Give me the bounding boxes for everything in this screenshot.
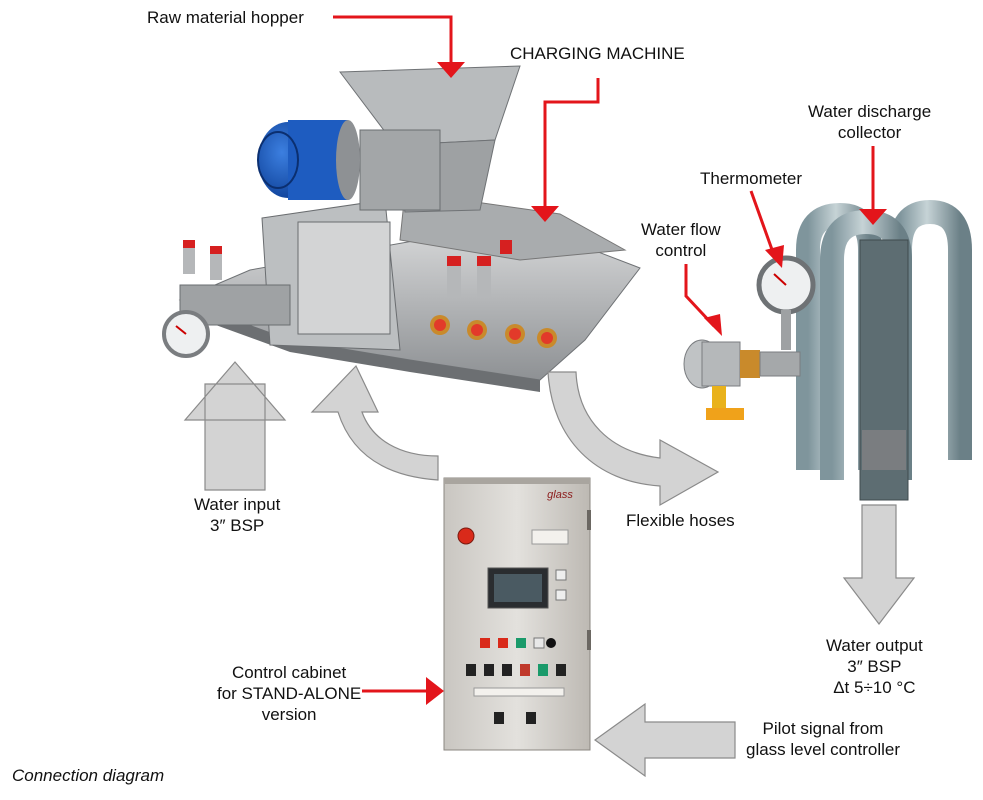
charging-machine-pointer	[543, 78, 600, 212]
water-output-line-1: Water output	[826, 636, 923, 655]
red-pointers	[333, 15, 875, 693]
pilot-signal-label: Pilot signal from glass level controller	[746, 718, 900, 760]
charging-machine-label: CHARGING MACHINE	[510, 44, 685, 63]
water-output-label: Water output 3″ BSP Δt 5÷10 °C	[826, 635, 923, 698]
thermometer-label: Thermometer	[700, 169, 803, 188]
flexible-hoses-label: Flexible hoses	[626, 511, 735, 530]
hopper-pointer	[333, 15, 453, 68]
control-cabinet-line-2: for STAND-ALONE	[217, 684, 362, 703]
water-discharge-label: Water discharge collector	[808, 101, 931, 143]
control-cabinet-line-1: Control cabinet	[231, 663, 347, 682]
water-input-line-2: 3″ BSP	[210, 516, 265, 535]
figure-caption: Connection diagram	[12, 766, 165, 785]
flow-arrows	[183, 361, 916, 778]
water-flow-label: Water flow control	[641, 219, 721, 261]
red-valve-caps	[183, 240, 512, 298]
pilot-signal-line-2: glass level controller	[746, 740, 901, 759]
blue-motor	[257, 120, 360, 200]
flow-control-pointer	[684, 264, 716, 328]
control-cabinet-label: Control cabinet for STAND-ALONE version	[217, 662, 361, 725]
manifold-gauge	[162, 284, 291, 358]
water-discharge-line-2: collector	[837, 123, 902, 142]
control-cabinet-line-3: version	[261, 705, 317, 724]
water-output-line-2: 3″ BSP	[847, 657, 902, 676]
charging-machine-image	[162, 65, 641, 392]
water-output-arrow	[842, 504, 916, 625]
brass-valves	[430, 315, 557, 348]
water-flow-line-1: Water flow	[641, 220, 721, 239]
thermometer-pointer	[749, 190, 777, 259]
water-output-line-3: Δt 5÷10 °C	[833, 678, 916, 697]
water-flow-line-2: control	[655, 241, 707, 260]
control-cabinet-image: glass	[443, 477, 591, 751]
pilot-signal-arrow	[593, 702, 736, 778]
pilot-signal-line-1: Pilot signal from	[762, 719, 884, 738]
hopper-label: Raw material hopper	[147, 8, 304, 27]
water-input-line-1: Water input	[194, 495, 281, 514]
water-discharge-line-1: Water discharge	[808, 102, 932, 121]
water-flow-control-image	[683, 339, 801, 420]
flexible-hoses-arrow	[547, 371, 720, 507]
red-pointer-heads	[426, 62, 887, 705]
water-input-label: Water input 3″ BSP	[194, 494, 280, 536]
cabinet-to-machine-arrow	[310, 364, 439, 481]
water-discharge-collector-image	[756, 199, 972, 501]
water-input-arrow	[183, 361, 287, 491]
cabinet-brand-logo: glass	[547, 489, 573, 501]
